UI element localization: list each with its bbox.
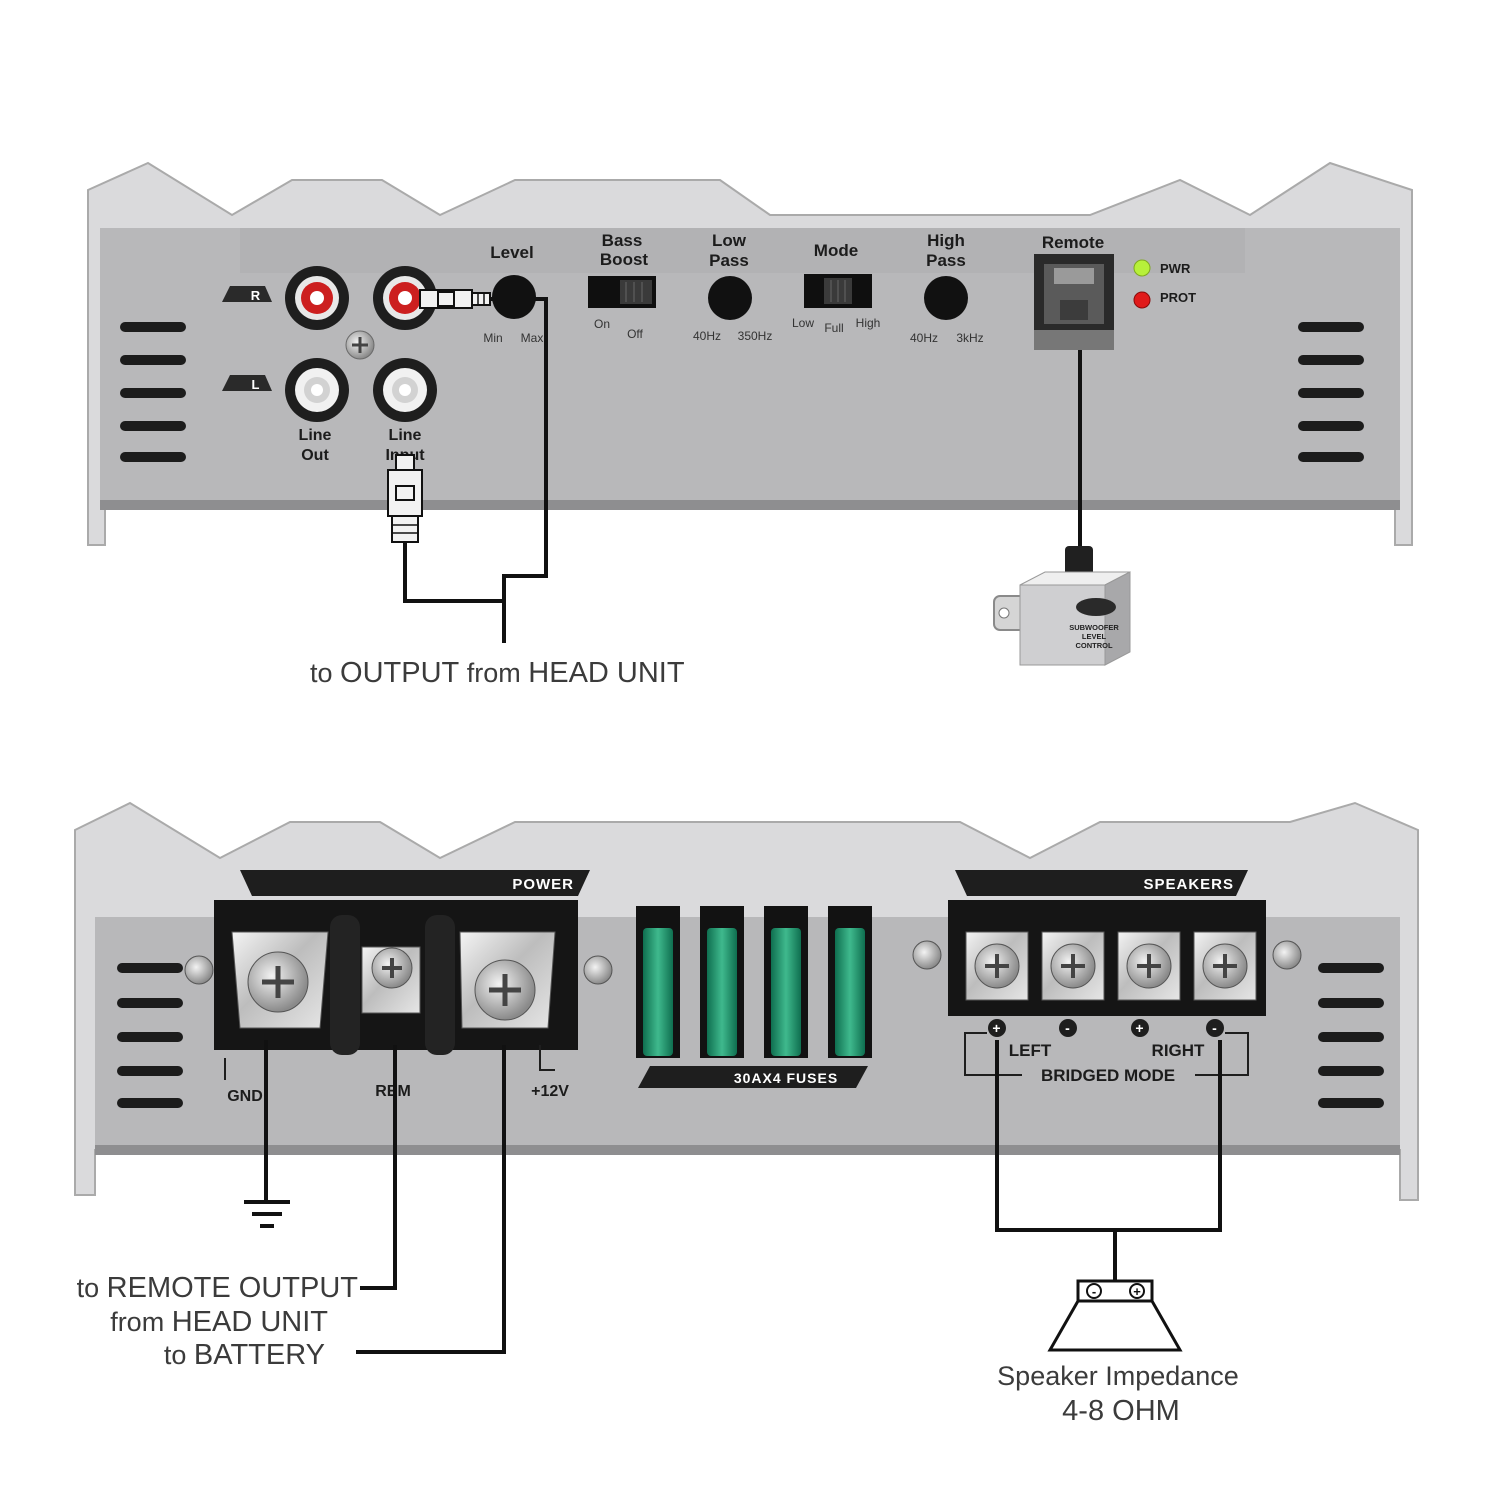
mode-label: Mode — [814, 241, 858, 260]
ground-symbol-icon — [244, 1200, 290, 1228]
fuse-bank — [636, 906, 872, 1058]
line-out-label-1: Line — [299, 427, 332, 444]
high-pass-knob[interactable] — [924, 276, 968, 320]
high-pass-max-label: 3kHz — [956, 331, 983, 345]
rca-plug-vertical — [387, 454, 423, 543]
remote-label: Remote — [1042, 233, 1104, 252]
rca-label-l: L — [252, 377, 261, 392]
remote-caption-line-2: from HEAD UNIT — [110, 1306, 328, 1338]
rca-label-r: R — [251, 288, 261, 303]
rca-plug-horizontal — [419, 289, 491, 309]
speaker-polarity-markers: + - + - — [988, 1019, 1224, 1037]
mode-option-full: Full — [824, 321, 843, 335]
power-terminal-block — [214, 900, 578, 1055]
high-pass-label-1: High — [927, 231, 965, 250]
low-pass-label-2: Pass — [709, 251, 749, 270]
remote-rj-port[interactable] — [1034, 254, 1114, 350]
rem-terminal[interactable] — [361, 946, 421, 1014]
input-caption: to OUTPUT from HEAD UNIT — [310, 657, 685, 689]
subwoofer-knob-line-2: LEVEL — [1082, 632, 1107, 641]
mode-switch[interactable] — [804, 274, 872, 308]
speaker-terminal-block — [948, 900, 1266, 1016]
impedance-caption-2: 4-8 OHM — [1062, 1395, 1180, 1427]
bottom-amplifier: POWER — [74, 801, 1419, 1427]
remote-caption-line-1: to REMOTE OUTPUT — [77, 1272, 359, 1304]
low-pass-label-1: Low — [712, 231, 747, 250]
subwoofer-knob-line-1: SUBWOOFER — [1069, 623, 1119, 632]
speaker-icon-neg: - — [1092, 1284, 1096, 1299]
level-min-label: Min — [483, 331, 502, 345]
bottom-right-vents — [1318, 963, 1384, 1108]
fuse-1[interactable] — [636, 906, 680, 1058]
line-input-label-1: Line — [389, 427, 422, 444]
speaker-terminal-left-pos[interactable] — [965, 931, 1029, 1001]
fuse-3[interactable] — [764, 906, 808, 1058]
top-left-vents — [120, 322, 186, 462]
rca-line-input-right[interactable] — [373, 266, 437, 330]
speaker-icon: - + — [1047, 1279, 1183, 1352]
impedance-caption-1: Speaker Impedance — [997, 1361, 1239, 1391]
level-max-label: Max — [521, 331, 544, 345]
bridged-mode-label: BRIDGED MODE — [1041, 1066, 1175, 1085]
subwoofer-knob-line-3: CONTROL — [1075, 641, 1112, 650]
right-label: RIGHT — [1152, 1041, 1206, 1060]
fuse-2[interactable] — [700, 906, 744, 1058]
mode-option-high: High — [856, 316, 881, 330]
input-signal-wires — [403, 297, 548, 643]
low-pass-max-label: 350Hz — [738, 329, 773, 343]
mode-option-low: Low — [792, 316, 814, 330]
high-pass-label-2: Pass — [926, 251, 966, 270]
speaker-terminal-right-neg[interactable] — [1193, 931, 1257, 1001]
rca-line-out-right[interactable] — [285, 266, 349, 330]
low-pass-min-label: 40Hz — [693, 329, 721, 343]
rca-line-out-left[interactable] — [285, 358, 349, 422]
power-title: POWER — [512, 876, 574, 893]
speakers-title: SPEAKERS — [1143, 876, 1234, 893]
prot-led-label: PROT — [1160, 290, 1196, 305]
plus12v-label: +12V — [531, 1083, 569, 1100]
top-amplifier: R L — [87, 161, 1413, 689]
level-label: Level — [490, 243, 533, 262]
bass-boost-label-1: Bass — [602, 231, 643, 250]
power-wires — [264, 1040, 1222, 1354]
line-out-label-2: Out — [301, 447, 329, 464]
power-side-screws — [184, 940, 1302, 985]
subwoofer-level-control[interactable]: SUBWOOFER LEVEL CONTROL — [993, 546, 1131, 666]
top-right-vents — [1298, 322, 1364, 462]
fuses-label: 30AX4 FUSES — [734, 1070, 838, 1086]
speaker-icon-pos: + — [1133, 1284, 1141, 1299]
high-pass-min-label: 40Hz — [910, 331, 938, 345]
speaker-terminal-left-neg[interactable] — [1041, 931, 1105, 1001]
plus12v-terminal[interactable] — [459, 931, 556, 1029]
low-pass-knob[interactable] — [708, 276, 752, 320]
gnd-label: GND — [227, 1088, 263, 1105]
bass-boost-off-label: Off — [627, 327, 643, 341]
polarity-2: - — [1065, 1020, 1071, 1036]
bass-boost-label-2: Boost — [600, 250, 649, 269]
speaker-terminal-right-pos[interactable] — [1117, 931, 1181, 1001]
polarity-3: + — [1135, 1020, 1144, 1036]
left-label: LEFT — [1009, 1041, 1052, 1060]
polarity-1: + — [992, 1020, 1001, 1036]
fuse-4[interactable] — [828, 906, 872, 1058]
gnd-terminal[interactable] — [231, 931, 329, 1029]
rca-center-screw — [345, 330, 375, 360]
bass-boost-switch[interactable] — [588, 276, 656, 308]
pwr-led-label: PWR — [1160, 261, 1191, 276]
polarity-4: - — [1212, 1020, 1218, 1036]
rca-line-input-left[interactable] — [373, 358, 437, 422]
bottom-left-vents — [117, 963, 183, 1108]
battery-caption: to BATTERY — [164, 1339, 325, 1371]
prot-led — [1133, 291, 1151, 309]
pwr-led — [1133, 259, 1151, 277]
bass-boost-on-label: On — [594, 317, 610, 331]
